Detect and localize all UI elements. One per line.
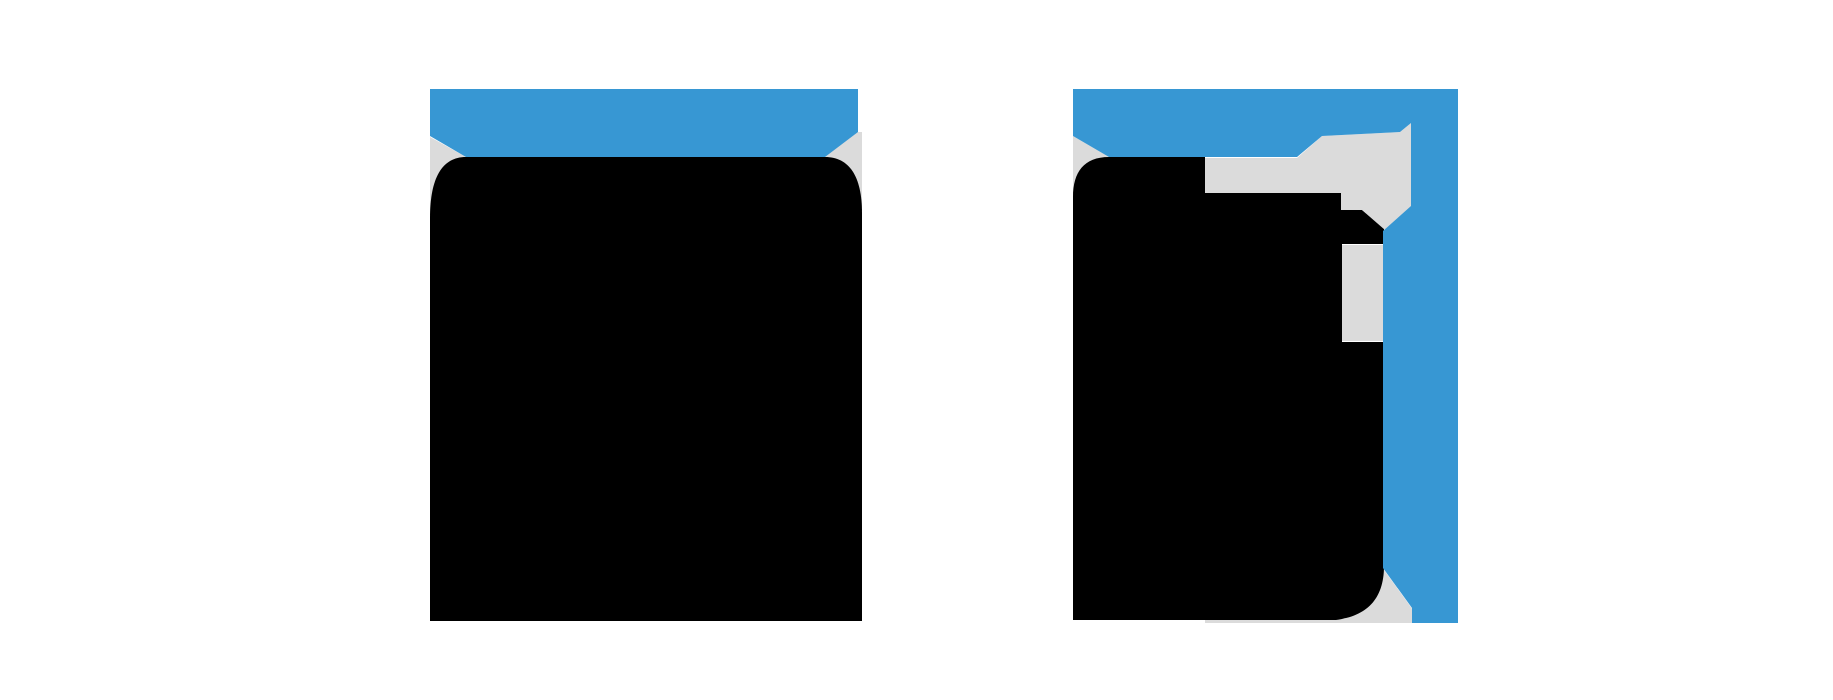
left-glyph-blue-top-bar: [430, 89, 858, 157]
right-glyph-gray-band: [1205, 123, 1411, 230]
right-glyph-black-body: [1073, 157, 1384, 620]
right-glyph-blue-frame: [1073, 89, 1458, 623]
right-glyph-gray-notch: [1342, 245, 1383, 341]
left-glyph-black-body: [430, 157, 862, 621]
